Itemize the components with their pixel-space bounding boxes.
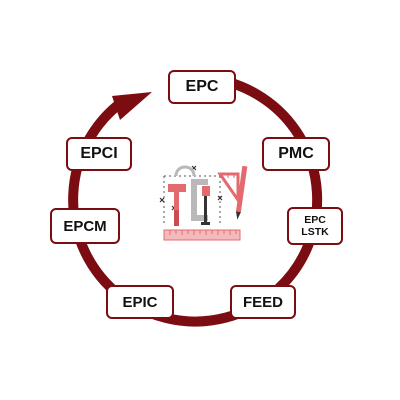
ruler-icon bbox=[163, 229, 241, 241]
node-epcm-label: EPCM bbox=[63, 217, 107, 235]
hammer-icon bbox=[168, 184, 186, 226]
node-pmc-label: PMC bbox=[278, 145, 314, 162]
pencil-icon bbox=[235, 165, 248, 220]
node-epic[interactable]: EPIC bbox=[106, 285, 174, 319]
frame-guides bbox=[163, 175, 221, 226]
node-epic-label: EPIC bbox=[122, 293, 158, 311]
set-square-icon bbox=[217, 172, 240, 205]
node-epc[interactable]: EPC bbox=[168, 70, 236, 104]
node-epcm[interactable]: EPCM bbox=[50, 208, 120, 244]
node-epc-label: EPC bbox=[185, 78, 219, 95]
cycle-arrowhead bbox=[112, 92, 152, 120]
node-epc-lstk-label-line1: EPC bbox=[304, 213, 326, 226]
node-epci[interactable]: EPCI bbox=[66, 137, 132, 171]
caliper-icon bbox=[174, 165, 196, 177]
node-feed-label: FEED bbox=[242, 293, 283, 311]
node-epc-lstk-label-line2: LSTK bbox=[301, 226, 329, 238]
node-pmc[interactable]: PMC bbox=[262, 137, 330, 171]
node-epc-lstk[interactable]: EPC LSTK bbox=[287, 207, 343, 245]
cycle-arc bbox=[68, 73, 323, 327]
engineering-tools-icon bbox=[159, 165, 248, 241]
clamp-icon bbox=[191, 179, 210, 225]
node-feed[interactable]: FEED bbox=[230, 285, 296, 319]
ruler-ticks bbox=[169, 230, 237, 235]
node-epci-label: EPCI bbox=[80, 145, 118, 162]
